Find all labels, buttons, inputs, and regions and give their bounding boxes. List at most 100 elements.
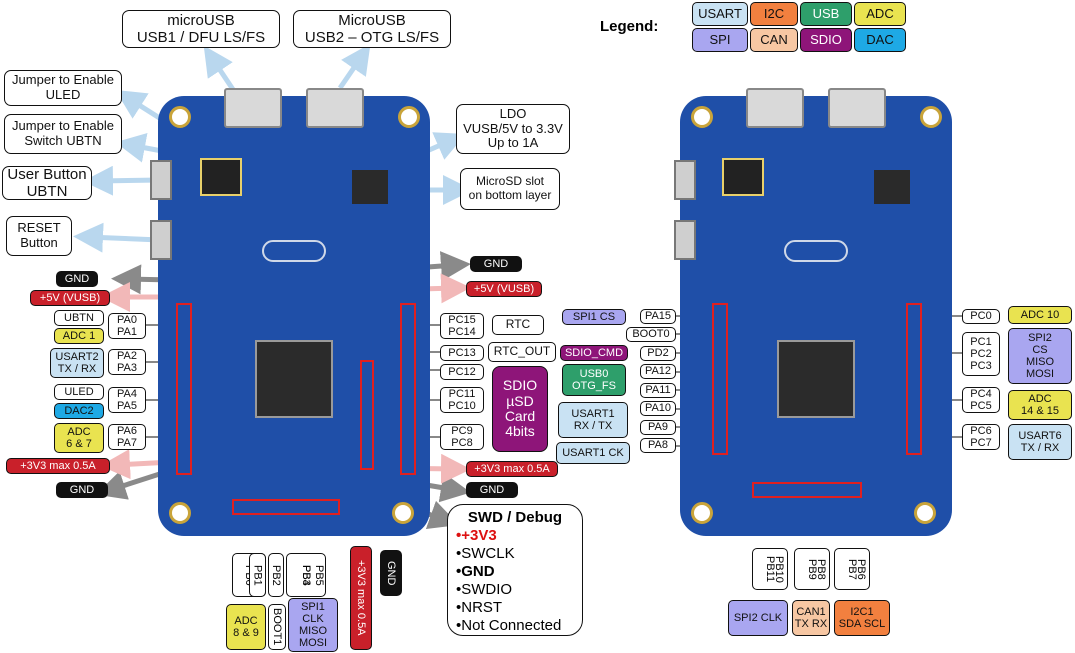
swd-item: •Not Connected (456, 617, 562, 634)
ubtn-label: UBTN (54, 310, 104, 326)
mount-hole (691, 106, 713, 128)
legend-can: CAN (750, 28, 798, 52)
spi1-cs-label: SPI1 CS (562, 309, 626, 325)
pin-label: PA11 (640, 383, 676, 398)
pin-label: PC0 (962, 309, 1000, 324)
pin-label: PA8 (640, 438, 676, 453)
gnd-label: GND (56, 482, 108, 498)
uled-label: ULED (54, 384, 104, 400)
pin-label: PB9 (794, 548, 830, 590)
pin-label: PA12 (640, 364, 676, 379)
mount-hole (392, 502, 414, 524)
pin-label: PB10 (773, 555, 786, 583)
swd-item: •NRST (456, 599, 503, 616)
right-header-outline (400, 303, 416, 475)
v33-label: +3V3 max 0.5A (466, 461, 558, 477)
mount-hole (398, 106, 420, 128)
mcu-chip (255, 340, 333, 418)
pin-label: PC13 (440, 345, 484, 361)
swd-item: •SWDIO (456, 581, 513, 598)
pin-label: PA15 (640, 309, 676, 324)
jumper-block (722, 158, 764, 196)
swd-item: •SWCLK (456, 545, 515, 562)
rtc-out-label: RTC_OUT (488, 342, 556, 362)
swd-debug-box: SWD / Debug •+3V3 •SWCLK •GND •SWDIO •NR… (447, 504, 583, 636)
usb2-connector (306, 88, 364, 128)
spi2-clk-label: SPI2 CLK (728, 600, 788, 636)
ldo-regulator (352, 170, 388, 204)
ldo-regulator (874, 170, 910, 204)
pin-label: PC12 (440, 364, 484, 380)
gnd-vertical-label: GND (380, 550, 402, 596)
pin-label: PB4 (300, 564, 313, 586)
usb2-connector (828, 88, 886, 128)
mount-hole (169, 106, 191, 128)
bottom-header-outline (232, 499, 340, 515)
pin-label: PB1 (249, 553, 266, 597)
mcu-chip (777, 340, 855, 418)
pin-label: PB6 (855, 558, 868, 580)
legend-title: Legend: (600, 18, 659, 35)
reset-button[interactable] (150, 220, 172, 260)
pin-label: PB2 (268, 553, 284, 597)
gnd-label: GND (56, 271, 98, 287)
pin-label: PB3 (286, 553, 326, 597)
reset-button[interactable] (674, 220, 696, 260)
usb1-connector (224, 88, 282, 128)
left-header-outline (176, 303, 192, 475)
left-header-outline (712, 303, 728, 455)
legend-adc: ADC (854, 2, 906, 26)
user-button[interactable] (674, 160, 696, 200)
rtc-label: RTC (492, 315, 544, 335)
mount-hole (914, 502, 936, 524)
gnd-label: GND (466, 482, 518, 498)
legend-dac: DAC (854, 28, 906, 52)
mount-hole (691, 502, 713, 524)
swd-title: SWD / Debug (467, 509, 563, 526)
v33-vertical-label: +3V3 max 0.5A (350, 546, 372, 650)
legend-usart: USART (692, 2, 748, 26)
user-button[interactable] (150, 160, 172, 200)
crystal (784, 240, 848, 262)
legend-sdio: SDIO (800, 28, 852, 52)
gnd-label: GND (470, 256, 522, 272)
pin-label: PD2 (640, 346, 676, 361)
boot1-label: BOOT1 (268, 604, 286, 650)
sdio-cmd-label: SDIO_CMD (560, 345, 628, 361)
dac2-label: DAC2 (54, 403, 104, 419)
pin-label: PB5 (313, 564, 326, 586)
mount-hole (920, 106, 942, 128)
pin-label: PA10 (640, 401, 676, 416)
jumper-block (200, 158, 242, 196)
v33-label: +3V3 max 0.5A (6, 458, 110, 474)
mount-hole (169, 502, 191, 524)
crystal (262, 240, 326, 262)
vusb-label: +5V (VUSB) (466, 281, 542, 297)
usart1-ck-label: USART1 CK (556, 442, 630, 464)
right-header-outline (906, 303, 922, 455)
